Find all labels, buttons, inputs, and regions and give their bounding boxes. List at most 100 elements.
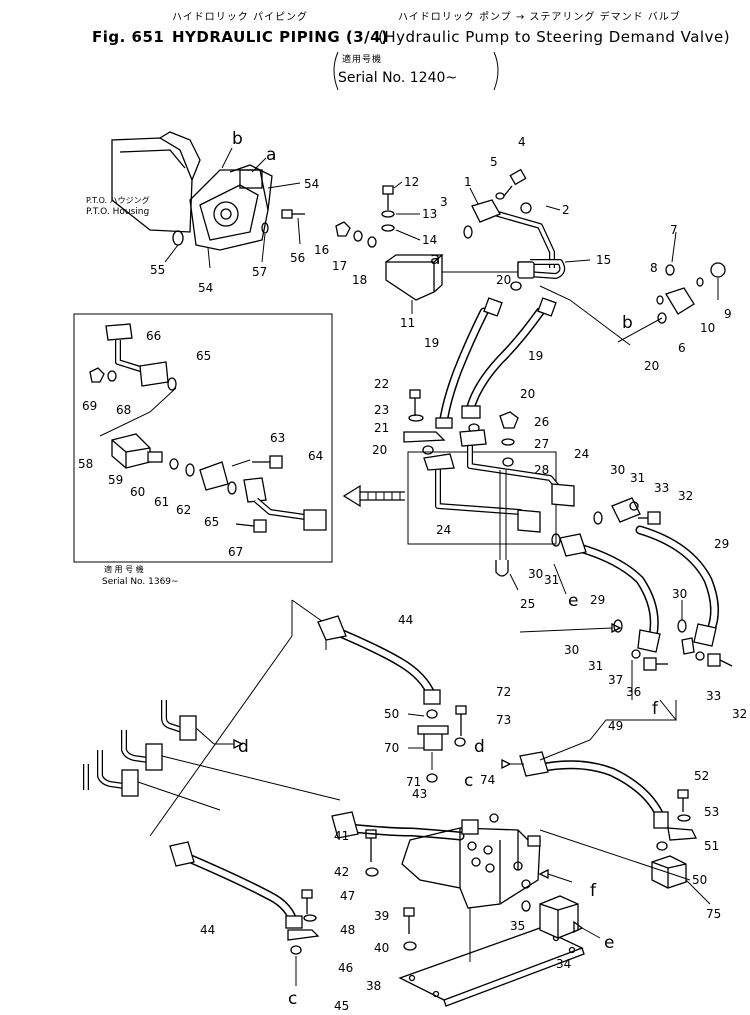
letter-e-upper: e	[568, 591, 578, 611]
callout-39: 39	[374, 909, 389, 923]
callout-63: 63	[270, 431, 285, 445]
elbow-6	[665, 287, 695, 315]
bolt-39	[403, 907, 415, 934]
steering-demand-valve	[401, 819, 541, 909]
callout-42: 42	[334, 865, 349, 879]
o-ring-20-top	[510, 281, 522, 291]
nut-26	[499, 411, 519, 429]
o-ring-30-b	[551, 533, 561, 547]
callout-26: 26	[534, 415, 549, 429]
callout-32a: 32	[678, 489, 693, 503]
washer-18	[367, 236, 377, 248]
callout-45: 45	[334, 999, 349, 1013]
pto-housing-jp-label: P.T.O. ハウジング	[86, 195, 150, 205]
u-bolt-25	[495, 560, 509, 577]
bolt-12	[382, 185, 394, 210]
clamp-46	[287, 929, 320, 941]
callout-20d: 20	[372, 443, 387, 457]
flange-24-b	[517, 509, 541, 533]
inset-pipe-66	[105, 323, 169, 387]
callout-34: 34	[556, 957, 571, 971]
inset-serial-label: Serial No. 1369~	[102, 577, 179, 587]
o-ring-30-c	[613, 619, 623, 633]
callout-37: 37	[608, 673, 623, 687]
inset-block-58	[111, 433, 151, 469]
inset-fitting-59	[147, 451, 163, 463]
serial-bracket-right	[493, 51, 499, 91]
jp-subtitle: ハイドロリック ポンプ → ステアリング デマンド バルブ	[398, 12, 681, 23]
callout-11: 11	[400, 316, 415, 330]
letter-d-right: d	[474, 737, 485, 757]
bolt-36	[643, 657, 668, 671]
callout-54b: 54	[198, 281, 213, 295]
valve-port-74	[461, 819, 479, 835]
washer-73	[454, 737, 466, 747]
letter-a-pump: a	[266, 145, 276, 165]
o-ring-3	[463, 225, 473, 239]
callout-15: 15	[596, 253, 611, 267]
bolt-56	[281, 209, 305, 219]
bolt-32-lower	[707, 653, 733, 667]
hose-44-lower-flange	[169, 841, 195, 867]
washer-53	[677, 814, 691, 822]
o-ring-45	[290, 945, 302, 955]
callout-40: 40	[374, 941, 389, 955]
callout-33a: 33	[654, 481, 669, 495]
callout-19a: 19	[424, 336, 439, 350]
callout-5: 5	[490, 155, 498, 169]
callout-20c: 20	[520, 387, 535, 401]
o-ring-30-d	[677, 619, 687, 633]
inset-nut-69	[89, 367, 105, 383]
letter-f-upper: f	[652, 699, 659, 719]
callout-1: 1	[464, 175, 472, 189]
letter-b-right: b	[622, 313, 633, 333]
inset-o-ring-65-top	[167, 377, 177, 391]
bolt-32-upper	[638, 511, 661, 525]
washer-33-upper	[629, 501, 639, 511]
callout-70: 70	[384, 741, 399, 755]
callout-numbers: 1 2 3 4 5 6 7 8 9 10 11 12 13 14 15 16 1…	[78, 135, 747, 1013]
jp-title: ハイドロリック パイピング	[172, 12, 308, 23]
callout-2: 2	[562, 203, 570, 217]
callout-4: 4	[518, 135, 526, 149]
bolt-4	[503, 168, 527, 197]
callout-55: 55	[150, 263, 165, 277]
callout-17: 17	[332, 259, 347, 273]
callout-72: 72	[496, 685, 511, 699]
callout-46: 46	[338, 961, 353, 975]
callout-67: 67	[228, 545, 243, 559]
washer-28	[502, 457, 514, 467]
bolt-22	[409, 389, 421, 416]
letter-f-lower: f	[590, 881, 597, 901]
figure-number: Fig. 651	[92, 28, 165, 46]
callout-22: 22	[374, 377, 389, 391]
callout-24b: 24	[436, 523, 451, 537]
callout-33b: 33	[706, 689, 721, 703]
callout-59: 59	[108, 473, 123, 487]
callout-38: 38	[366, 979, 381, 993]
washer-42	[365, 867, 379, 877]
flange-24-a	[423, 453, 455, 471]
bolt-41	[365, 829, 377, 862]
callout-21: 21	[374, 421, 389, 435]
callout-47: 47	[340, 889, 355, 903]
callout-44a: 44	[398, 613, 413, 627]
letter-b-top: b	[232, 129, 243, 149]
bracket-11	[385, 254, 444, 301]
block-75	[651, 855, 687, 889]
letter-e-lower: e	[604, 933, 614, 953]
o-ring-50-upper	[426, 709, 438, 719]
callout-20b: 20	[644, 359, 659, 373]
callout-30d: 30	[672, 587, 687, 601]
callout-10: 10	[700, 321, 715, 335]
fitting-7	[665, 264, 675, 276]
flange-31-right	[681, 637, 695, 655]
o-ring-71	[426, 773, 438, 783]
callout-54a: 54	[304, 177, 319, 191]
callout-65a: 65	[196, 349, 211, 363]
hose-44-upper-end	[423, 689, 441, 705]
callout-29b: 29	[590, 593, 605, 607]
callout-49: 49	[608, 719, 623, 733]
callout-75: 75	[706, 907, 721, 921]
